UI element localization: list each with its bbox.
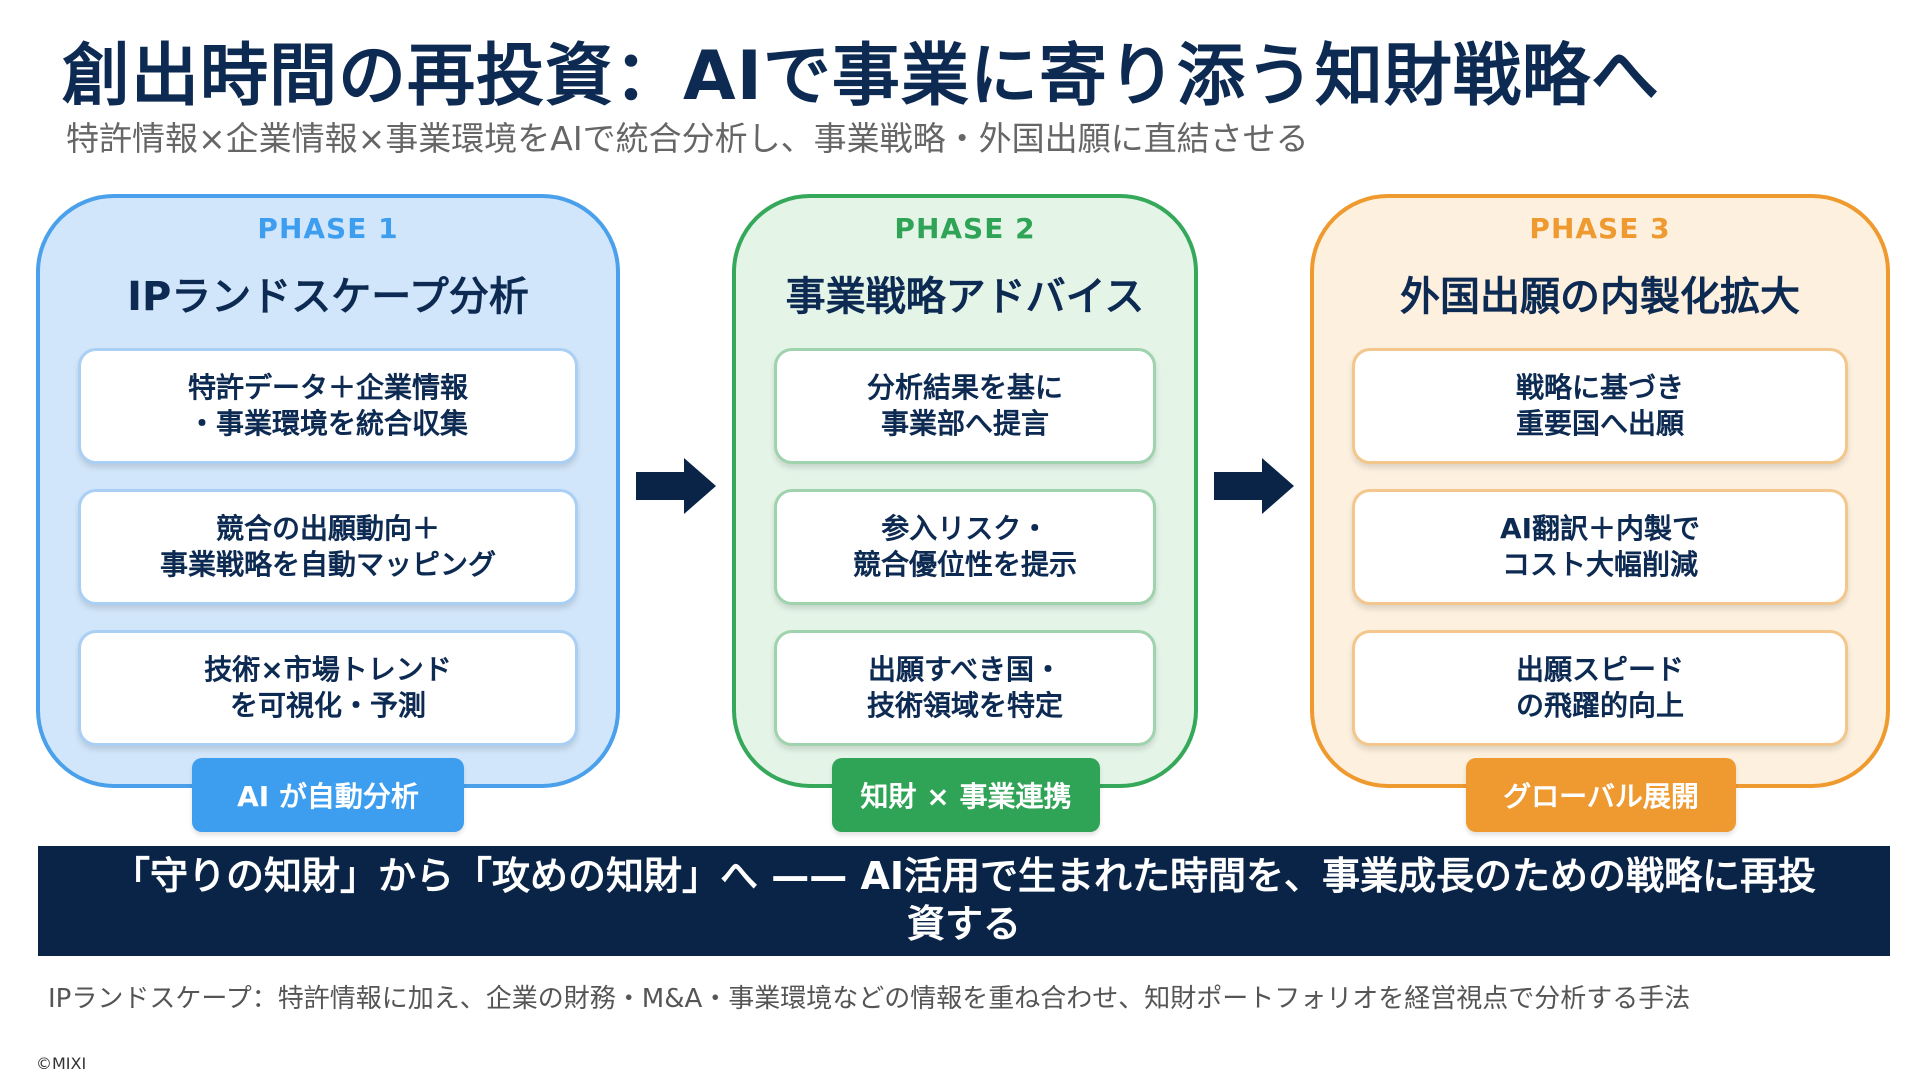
phase-1-card-2: 競合の出願動向＋ 事業戦略を自動マッピング	[78, 489, 578, 605]
phase-1-panel: PHASE 1 IPランドスケープ分析 特許データ＋企業情報 ・事業環境を統合収…	[36, 194, 620, 832]
phase-1-card-3: 技術×市場トレンド を可視化・予測	[78, 630, 578, 746]
phase-3-card-1: 戦略に基づき 重要国へ出願	[1352, 348, 1848, 464]
copyright: ©MIXI	[36, 1054, 87, 1073]
key-message-banner: 「守りの知財」から「攻めの知財」へ —— AI活用で生まれた時間を、事業成長のた…	[38, 846, 1890, 956]
arrow-right-icon	[636, 458, 716, 514]
phase-3-label: PHASE 3	[1529, 212, 1671, 245]
phase-1-tag: AI が自動分析	[192, 758, 464, 832]
phase-1-card-1: 特許データ＋企業情報 ・事業環境を統合収集	[78, 348, 578, 464]
phase-2-panel: PHASE 2 事業戦略アドバイス 分析結果を基に 事業部へ提言 参入リスク・ …	[732, 194, 1198, 832]
phase-3-card-2: AI翻訳＋内製で コスト大幅削減	[1352, 489, 1848, 605]
phase-3-title: 外国出願の内製化拡大	[1400, 274, 1800, 320]
phase-2-tag: 知財 × 事業連携	[832, 758, 1100, 832]
phase-2-title: 事業戦略アドバイス	[785, 274, 1145, 320]
footnote: IPランドスケープ：特許情報に加え、企業の財務・M&A・事業環境などの情報を重ね…	[48, 984, 1691, 1014]
phase-3-panel: PHASE 3 外国出願の内製化拡大 戦略に基づき 重要国へ出願 AI翻訳＋内製…	[1310, 194, 1890, 832]
phase-3-tag: グローバル展開	[1466, 758, 1736, 832]
page-title: 創出時間の再投資：AIで事業に寄り添う知財戦略へ	[62, 37, 1660, 116]
phase-2-card-3: 出願すべき国・ 技術領域を特定	[774, 630, 1156, 746]
phase-2-card-2: 参入リスク・ 競合優位性を提示	[774, 489, 1156, 605]
phase-1-title: IPランドスケープ分析	[127, 274, 529, 320]
phase-2-card-1: 分析結果を基に 事業部へ提言	[774, 348, 1156, 464]
phase-3-card-3: 出願スピード の飛躍的向上	[1352, 630, 1848, 746]
page-subtitle: 特許情報×企業情報×事業環境をAIで統合分析し、事業戦略・外国出願に直結させる	[66, 119, 1309, 158]
arrow-right-icon	[1214, 458, 1294, 514]
phase-1-label: PHASE 1	[257, 212, 399, 245]
phase-2-label: PHASE 2	[894, 212, 1036, 245]
